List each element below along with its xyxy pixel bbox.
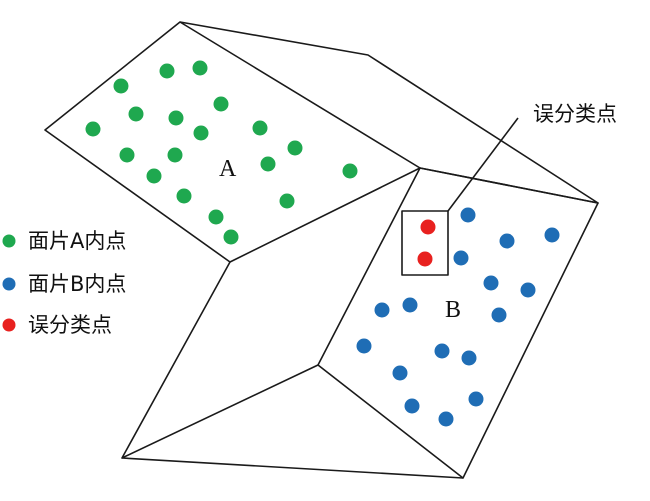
face-a-point	[146, 168, 162, 184]
legend: 面片A内点 面片B内点 误分类点	[2, 229, 126, 337]
face-b-point	[461, 350, 477, 366]
misclassified-point	[420, 219, 436, 235]
face-b-points	[356, 207, 560, 427]
legend-label-misclassified: 误分类点	[28, 313, 112, 337]
face-a-point	[260, 156, 276, 172]
face-a-point	[279, 193, 295, 209]
face-a-point	[159, 63, 175, 79]
legend-dot-misclassified	[2, 318, 16, 332]
callout-leader-line	[447, 117, 519, 212]
face-a-point	[167, 147, 183, 163]
face-b-point	[453, 250, 469, 266]
face-b-point	[404, 398, 420, 414]
face-a-point	[128, 106, 144, 122]
face-a-point	[192, 60, 208, 76]
face-b-point	[374, 302, 390, 318]
face-b-label: B	[445, 297, 461, 323]
face-b-point	[460, 207, 476, 223]
face-a-point	[113, 78, 129, 94]
face-a-point	[213, 96, 229, 112]
legend-dot-face-b	[2, 277, 16, 291]
face-b-point	[544, 227, 560, 243]
face-a-point	[342, 163, 358, 179]
face-b-point	[499, 233, 515, 249]
legend-item-face-a: 面片A内点	[2, 229, 126, 253]
face-a-point	[168, 110, 184, 126]
face-b-point	[491, 307, 507, 323]
face-a-outline	[44, 21, 421, 263]
face-a-point	[176, 188, 192, 204]
face-b-point	[520, 282, 536, 298]
face-b-point	[468, 391, 484, 407]
face-b-point	[402, 297, 418, 313]
lower-left-face-edges	[121, 261, 319, 459]
face-b-point	[356, 338, 372, 354]
face-a-points	[85, 60, 358, 245]
legend-item-misclassified: 误分类点	[2, 313, 112, 337]
mesh-edges	[44, 21, 599, 479]
face-a-point	[85, 121, 101, 137]
face-b-point	[392, 365, 408, 381]
face-b-point	[483, 275, 499, 291]
face-a-point	[119, 147, 135, 163]
face-b-outline	[317, 167, 599, 479]
legend-label-face-b: 面片B内点	[28, 272, 126, 296]
face-b-point	[434, 343, 450, 359]
misclassified-points	[417, 219, 436, 267]
face-a-label: A	[219, 156, 237, 182]
legend-dot-face-a	[2, 234, 16, 248]
face-a-point	[223, 229, 239, 245]
face-a-point	[287, 140, 303, 156]
legend-item-face-b: 面片B内点	[2, 272, 126, 296]
callout-label: 误分类点	[533, 102, 617, 126]
misclassified-highlight-box	[401, 210, 449, 276]
face-a-point	[208, 209, 224, 225]
legend-label-face-a: 面片A内点	[28, 229, 126, 253]
face-b-point	[438, 411, 454, 427]
misclassified-point	[417, 251, 433, 267]
face-a-point	[252, 120, 268, 136]
bottom-edge	[121, 457, 464, 479]
face-a-point	[193, 125, 209, 141]
